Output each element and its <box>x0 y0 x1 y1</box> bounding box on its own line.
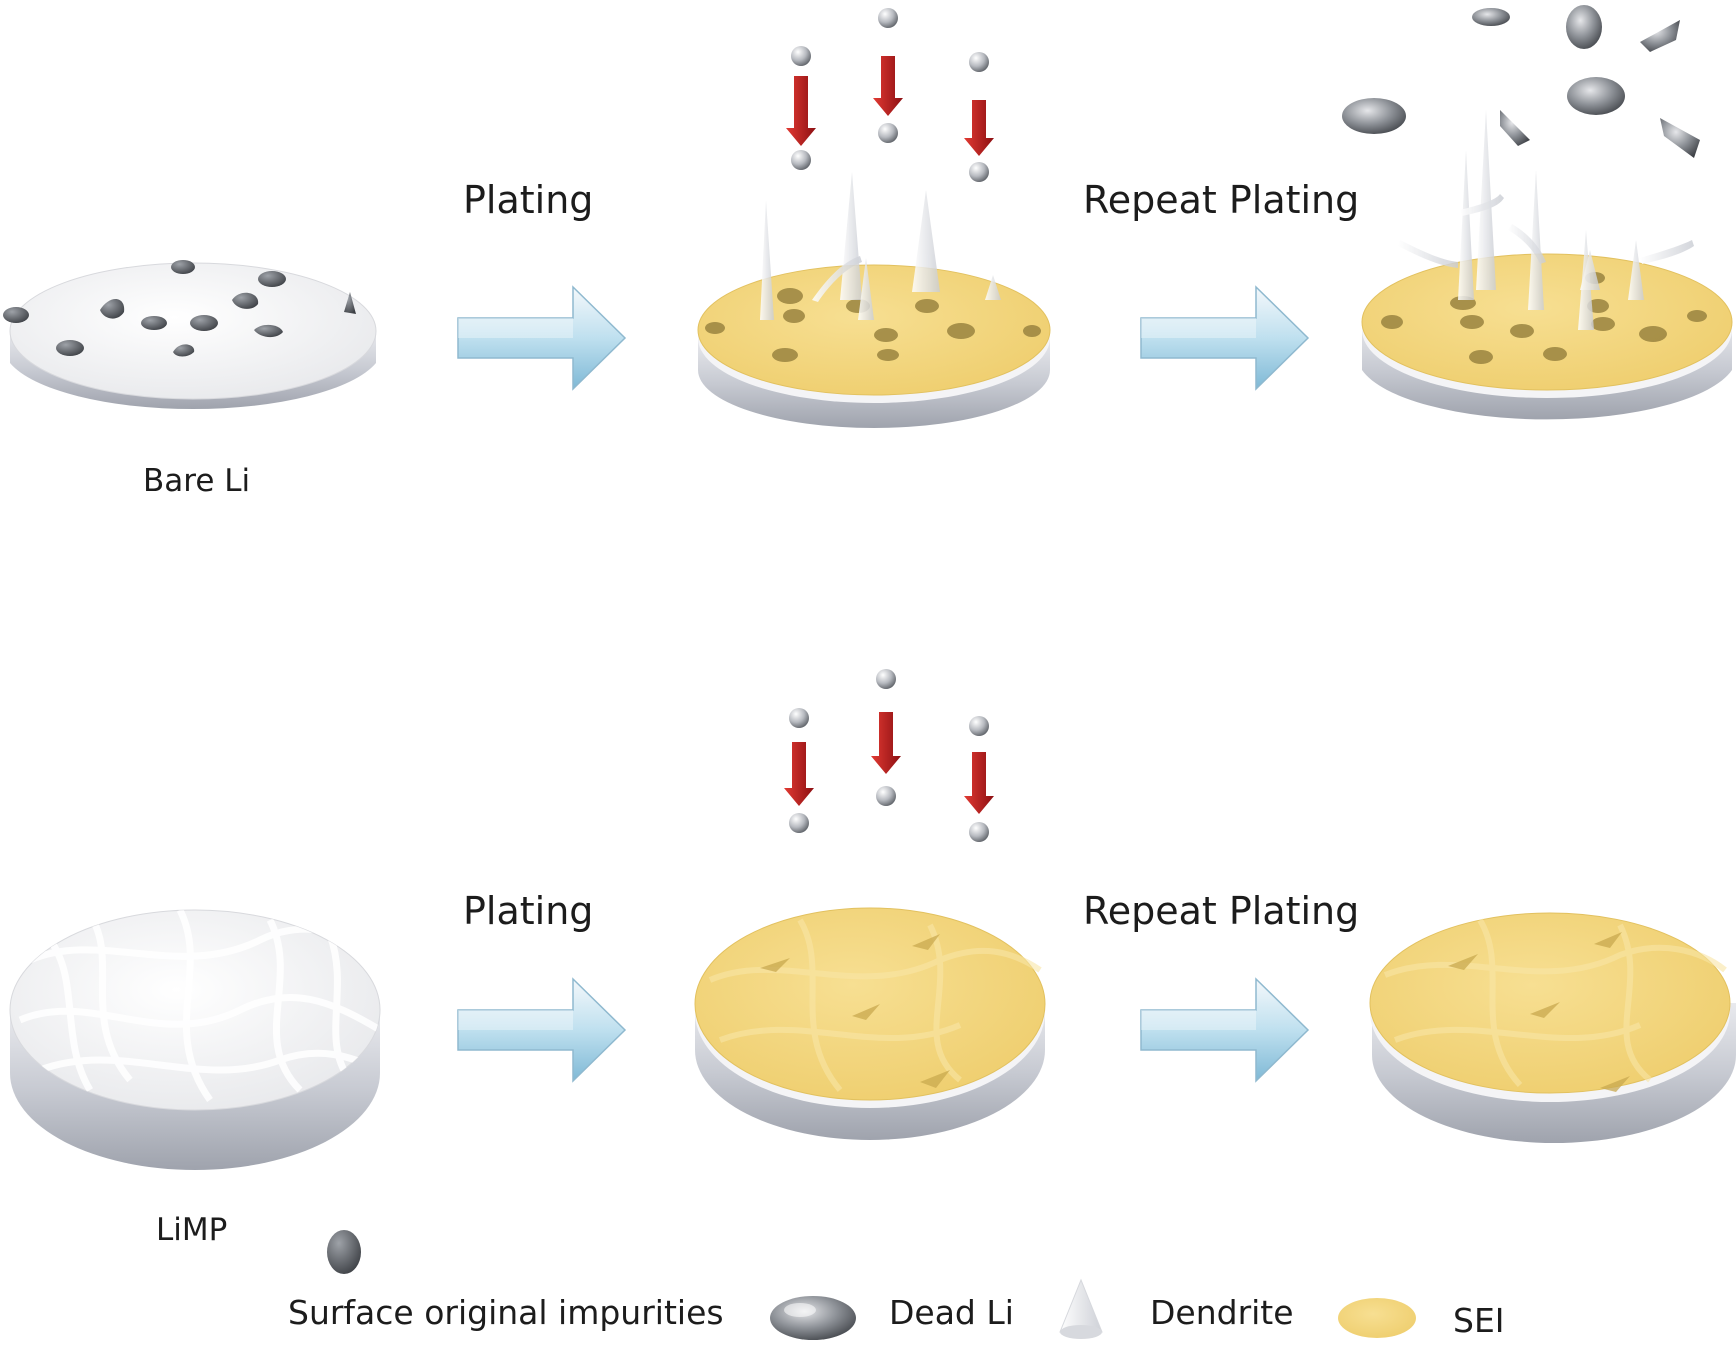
smooth-deposits-row2 <box>760 934 950 1088</box>
plating-label-row2: Plating <box>463 889 594 933</box>
bare-li-label: Bare Li <box>143 463 251 499</box>
bare-li-disc <box>9 262 377 410</box>
repeat-plating-label-row2: Repeat Plating <box>1083 889 1360 933</box>
flow-arrow-row2-step2 <box>1140 977 1310 1083</box>
limp-label: LiMP <box>156 1212 228 1248</box>
plating-arrows-row2 <box>784 712 994 814</box>
plating-ions-row2 <box>789 669 989 842</box>
legend-label-sei: SEI <box>1453 1301 1505 1340</box>
plating-arrows-row1 <box>786 56 994 156</box>
repeat-plating-label-row1: Repeat Plating <box>1083 178 1360 222</box>
repeat-plated-disc-row2 <box>1369 912 1736 1143</box>
flow-arrow-row2-step1 <box>457 977 627 1083</box>
legend-label-dead-li: Dead Li <box>889 1293 1014 1332</box>
plating-label-row1: Plating <box>463 178 594 222</box>
legend-label-dendrite: Dendrite <box>1150 1293 1294 1332</box>
dendrite-icon <box>1059 1278 1103 1339</box>
repeat-plated-disc-row1 <box>1361 253 1733 420</box>
plated-disc-row2 <box>694 907 1046 1140</box>
flow-arrow-row1-step2 <box>1140 285 1310 391</box>
dendrites-row1-step1 <box>760 172 1001 320</box>
legend <box>327 1230 1416 1340</box>
flow-arrow-row1-step1 <box>457 285 627 391</box>
plating-ions-row1 <box>791 8 989 182</box>
sei-icon <box>1338 1298 1416 1338</box>
impurity-icon <box>327 1230 361 1274</box>
dendrites-row1-repeat <box>1398 110 1694 330</box>
limp-disc <box>9 909 381 1170</box>
surface-impurities <box>3 260 356 357</box>
smooth-deposits-row2-repeat <box>1448 932 1630 1092</box>
legend-label-impurities: Surface original impurities <box>288 1293 724 1332</box>
dead-li-flakes <box>1342 5 1700 158</box>
dead-li-icon <box>770 1296 856 1340</box>
